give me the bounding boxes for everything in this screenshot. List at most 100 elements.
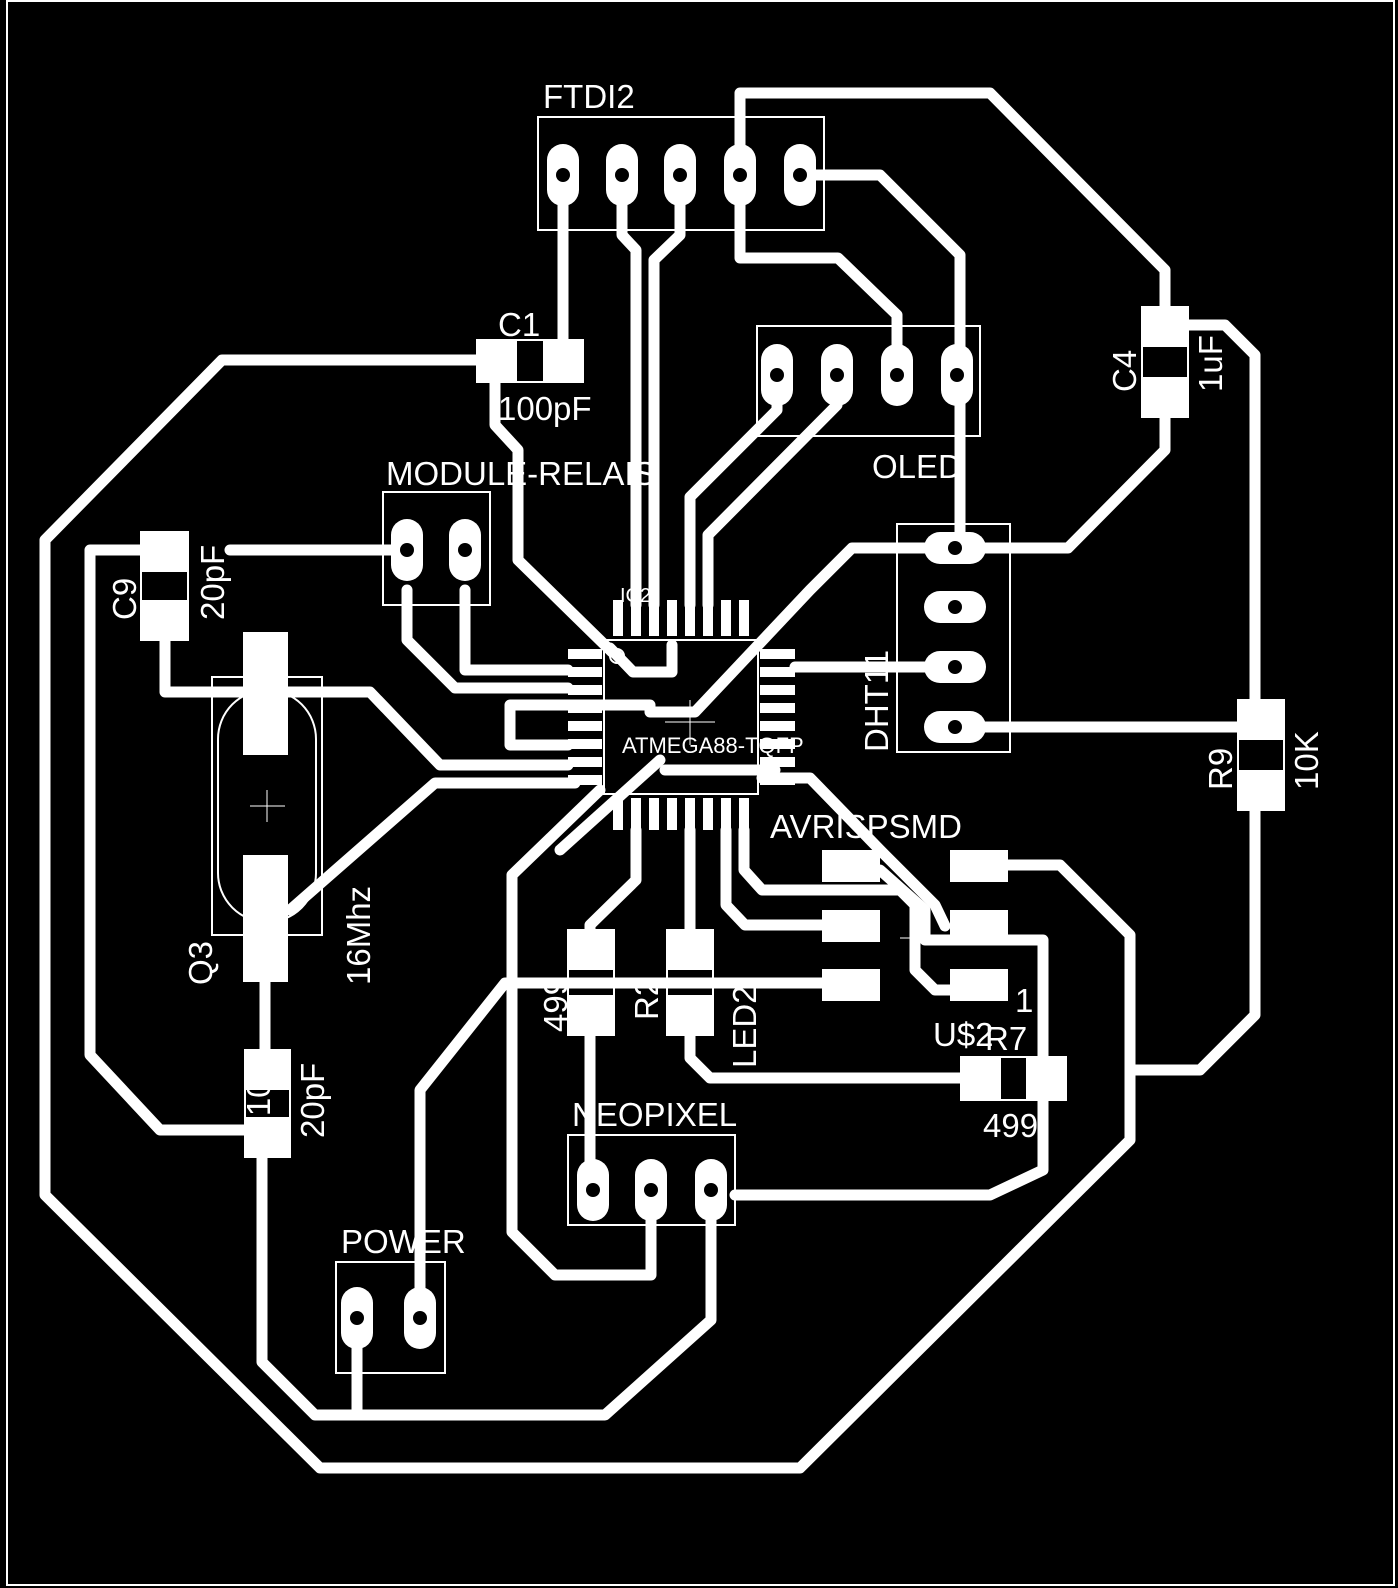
drill-hole (556, 168, 570, 182)
drill-hole (733, 168, 747, 182)
ic-pin (685, 600, 695, 636)
ic-pin (760, 703, 795, 713)
ic-pin (739, 600, 749, 636)
ic-pin (568, 721, 602, 731)
drill-hole (413, 1311, 427, 1325)
microcontroller-ic2: IC2 ATMEGA88-TQFP (568, 585, 804, 830)
r7-value: 499 (983, 1107, 1038, 1144)
ic2-label: IC2 (620, 585, 651, 607)
ic-pin (739, 798, 749, 830)
ic-pin (721, 600, 731, 636)
drill-hole (948, 660, 962, 674)
drill-hole (673, 168, 687, 182)
drill-hole (586, 1183, 600, 1197)
r7-label: R7 (985, 1020, 1027, 1057)
resistor-r9: R9 10K (1202, 699, 1325, 811)
capacitor-c1: C1 100pF (476, 306, 592, 427)
drill-hole (793, 168, 807, 182)
ic-pin (649, 798, 659, 830)
r9-value: 10K (1288, 731, 1325, 790)
avrisp-label: AVRISPSMD (770, 808, 962, 845)
relay-connector: MODULE-RELAIS (382, 455, 656, 606)
capacitor-c9: C9 20pF (106, 531, 231, 641)
smd-pad (950, 850, 1008, 882)
q3-label: Q3 (182, 941, 219, 985)
c9-value: 20pF (194, 545, 231, 620)
ic-pin (685, 798, 695, 830)
drill-hole (830, 368, 844, 382)
neopixel-label: NEOPIXEL (572, 1096, 737, 1133)
ftdi-label: FTDI2 (543, 78, 635, 115)
ic-pin (613, 798, 623, 830)
ic-pin (568, 667, 602, 677)
drill-hole (644, 1183, 658, 1197)
r2-label: R2 (628, 978, 665, 1020)
ic-pin (631, 600, 641, 636)
c10-value: 20pF (294, 1063, 331, 1138)
ic-pin (568, 757, 602, 767)
avrisp-ref: U$2 (933, 1016, 994, 1053)
drill-hole (400, 543, 414, 557)
smd-pad (822, 969, 880, 1001)
power-connector: POWER (335, 1223, 466, 1374)
avrisp-pin1: 1 (1015, 982, 1033, 1019)
ic-pin (760, 739, 795, 749)
ic-pin (760, 649, 795, 659)
led-led2: LED2 (666, 929, 763, 1068)
c4-value: 1uF (1192, 335, 1229, 392)
smd-pad (950, 969, 1008, 1001)
crystal-q3: Q3 16Mhz (182, 632, 377, 985)
ic-pin (703, 600, 713, 636)
ic-pin (760, 757, 795, 767)
drill-hole (458, 543, 472, 557)
led2-label: LED2 (726, 985, 763, 1068)
drill-hole (770, 368, 784, 382)
ic-pin (667, 600, 677, 636)
relay-label: MODULE-RELAIS (386, 455, 656, 492)
ic-pin (667, 798, 677, 830)
dht-label: DHT11 (858, 650, 895, 752)
capacitor-c10: C10 20pF (240, 1049, 331, 1158)
ic-pin (760, 775, 795, 785)
c4-label: C4 (1106, 350, 1143, 392)
ic-pin (760, 685, 795, 695)
resistor-r2: 499 R2 (537, 929, 665, 1036)
c1-label: C1 (498, 306, 540, 343)
ic-pin (649, 600, 659, 636)
drill-hole (350, 1311, 364, 1325)
drill-hole (948, 720, 962, 734)
ic-pin (760, 667, 795, 677)
drill-hole (948, 600, 962, 614)
drill-hole (890, 368, 904, 382)
ic-pin (568, 649, 602, 659)
avrisp-header: AVRISPSMD 1 U$2 (770, 808, 1033, 1053)
ic-pin (568, 739, 602, 749)
ic-pin (568, 703, 602, 713)
r2-value: 499 (537, 977, 574, 1032)
traces (39, 87, 1261, 1474)
drill-hole (948, 541, 962, 555)
capacitor-c4: C4 1uF (1106, 306, 1229, 418)
smd-pad (950, 910, 1008, 942)
oled-connector: OLED (756, 325, 981, 485)
ic-pin (568, 775, 602, 785)
smd-pad (822, 910, 880, 942)
q3-value: 16Mhz (340, 886, 377, 985)
ic-pin (760, 721, 795, 731)
smd-pad (822, 850, 880, 882)
ic-pin (721, 798, 731, 830)
neopixel-connector: NEOPIXEL (567, 1096, 737, 1226)
drill-hole (950, 368, 964, 382)
r9-label: R9 (1202, 748, 1239, 790)
c1-value: 100pF (498, 390, 592, 427)
dht11-connector: DHT11 (858, 523, 1011, 753)
power-label: POWER (341, 1223, 466, 1260)
ic2-value: ATMEGA88-TQFP (622, 733, 804, 758)
resistor-r7: R7 499 (960, 1020, 1067, 1144)
drill-hole (615, 168, 629, 182)
drill-hole (704, 1183, 718, 1197)
ic-pin (631, 798, 641, 830)
board-outline (6, 0, 1395, 1586)
ftdi-connector: FTDI2 (537, 78, 825, 231)
